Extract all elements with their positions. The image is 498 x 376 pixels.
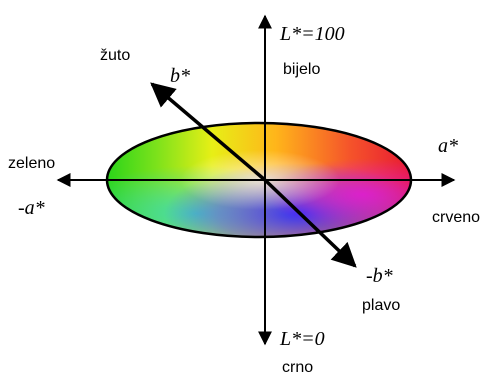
b-negative-label: -b* bbox=[366, 265, 393, 287]
red-label: crveno bbox=[432, 209, 480, 226]
yellow-label: žuto bbox=[100, 47, 130, 64]
a-positive-label: a* bbox=[438, 135, 458, 157]
black-label: crno bbox=[282, 359, 313, 376]
blue-label: plavo bbox=[362, 297, 400, 314]
b-axis-down-arrow bbox=[263, 178, 357, 268]
l-bottom-label: L*=0 bbox=[279, 328, 325, 350]
b-positive-label: b* bbox=[170, 65, 190, 87]
l-top-label: L*=100 bbox=[279, 23, 345, 45]
green-label: zeleno bbox=[8, 155, 55, 172]
a-negative-label: -a* bbox=[18, 197, 45, 219]
white-label: bijelo bbox=[283, 61, 320, 78]
b-axis-up-arrow bbox=[150, 82, 267, 182]
